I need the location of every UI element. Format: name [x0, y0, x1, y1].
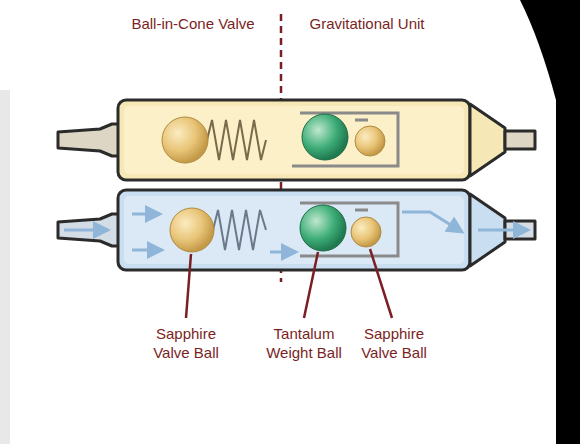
part-label: Sapphire Valve Ball — [150, 324, 222, 362]
part-label: Sapphire Valve Ball — [358, 324, 430, 362]
part-label: Tantalum Weight Ball — [266, 324, 342, 362]
section-heading: Gravitational Unit — [282, 14, 452, 33]
section-heading: Ball-in-Cone Valve — [108, 14, 278, 33]
